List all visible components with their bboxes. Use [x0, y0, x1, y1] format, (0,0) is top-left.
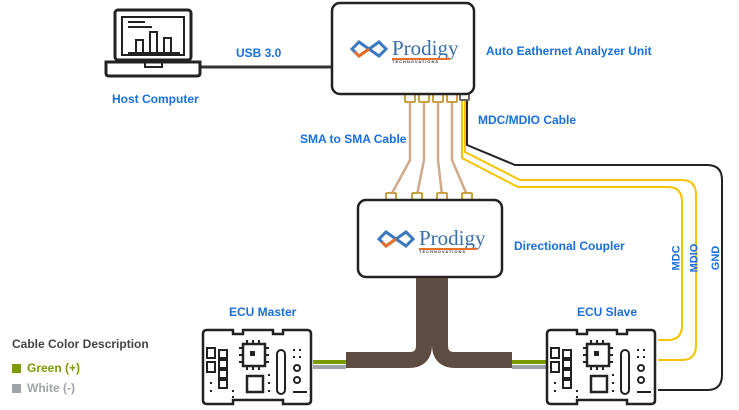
legend-title: Cable Color Description	[12, 337, 149, 351]
mdio-wire-label: MDIO	[688, 243, 701, 273]
laptop-icon	[104, 8, 202, 78]
mdc-wire-label: MDC	[670, 245, 683, 271]
gnd-wire-label: GND	[710, 245, 723, 271]
legend-item-green: Green (+)	[12, 361, 80, 375]
sma-cables	[389, 103, 469, 196]
analyzer-connectors	[404, 93, 470, 103]
prodigy-logo-icon	[377, 229, 415, 248]
green-swatch-icon	[12, 363, 21, 373]
coupler-label: Directional Coupler	[514, 239, 625, 253]
mdc-wire	[461, 100, 683, 341]
logo-text: Prodigy	[392, 36, 459, 60]
mdio-wire	[464, 100, 697, 361]
analyzer-unit-box	[330, 1, 476, 96]
usb-label: USB 3.0	[236, 46, 282, 60]
master-pair-cable	[313, 360, 346, 369]
legend-label: Green (+)	[27, 361, 81, 375]
logo-text: Prodigy	[419, 226, 486, 250]
directional-coupler-box	[356, 198, 504, 279]
ecu-slave-icon	[545, 328, 657, 406]
trunk-cable-master	[346, 278, 432, 368]
ecu-master-label: ECU Master	[229, 305, 297, 319]
sma-cable-label: SMA to SMA Cable	[300, 132, 407, 146]
ecu-slave-label: ECU Slave	[577, 305, 638, 319]
gnd-wire	[466, 100, 723, 391]
prodigy-logo-icon	[350, 39, 388, 58]
slave-pair-cable	[512, 360, 547, 369]
logo-subtext: TECHNOVATIONS	[392, 59, 440, 64]
trunk-cable-slave	[432, 278, 512, 368]
host-computer-label: Host Computer	[112, 92, 199, 106]
mdc-mdio-cable-label: MDC/MDIO Cable	[478, 113, 577, 127]
legend-label: White (-)	[27, 381, 75, 395]
analyzer-label: Auto Eathernet Analyzer Unit	[486, 44, 652, 58]
white-swatch-icon	[12, 383, 21, 393]
ecu-master-icon	[201, 328, 313, 406]
logo-subtext: TECHNOVATIONS	[419, 249, 467, 254]
legend-item-white: White (-)	[12, 381, 75, 395]
